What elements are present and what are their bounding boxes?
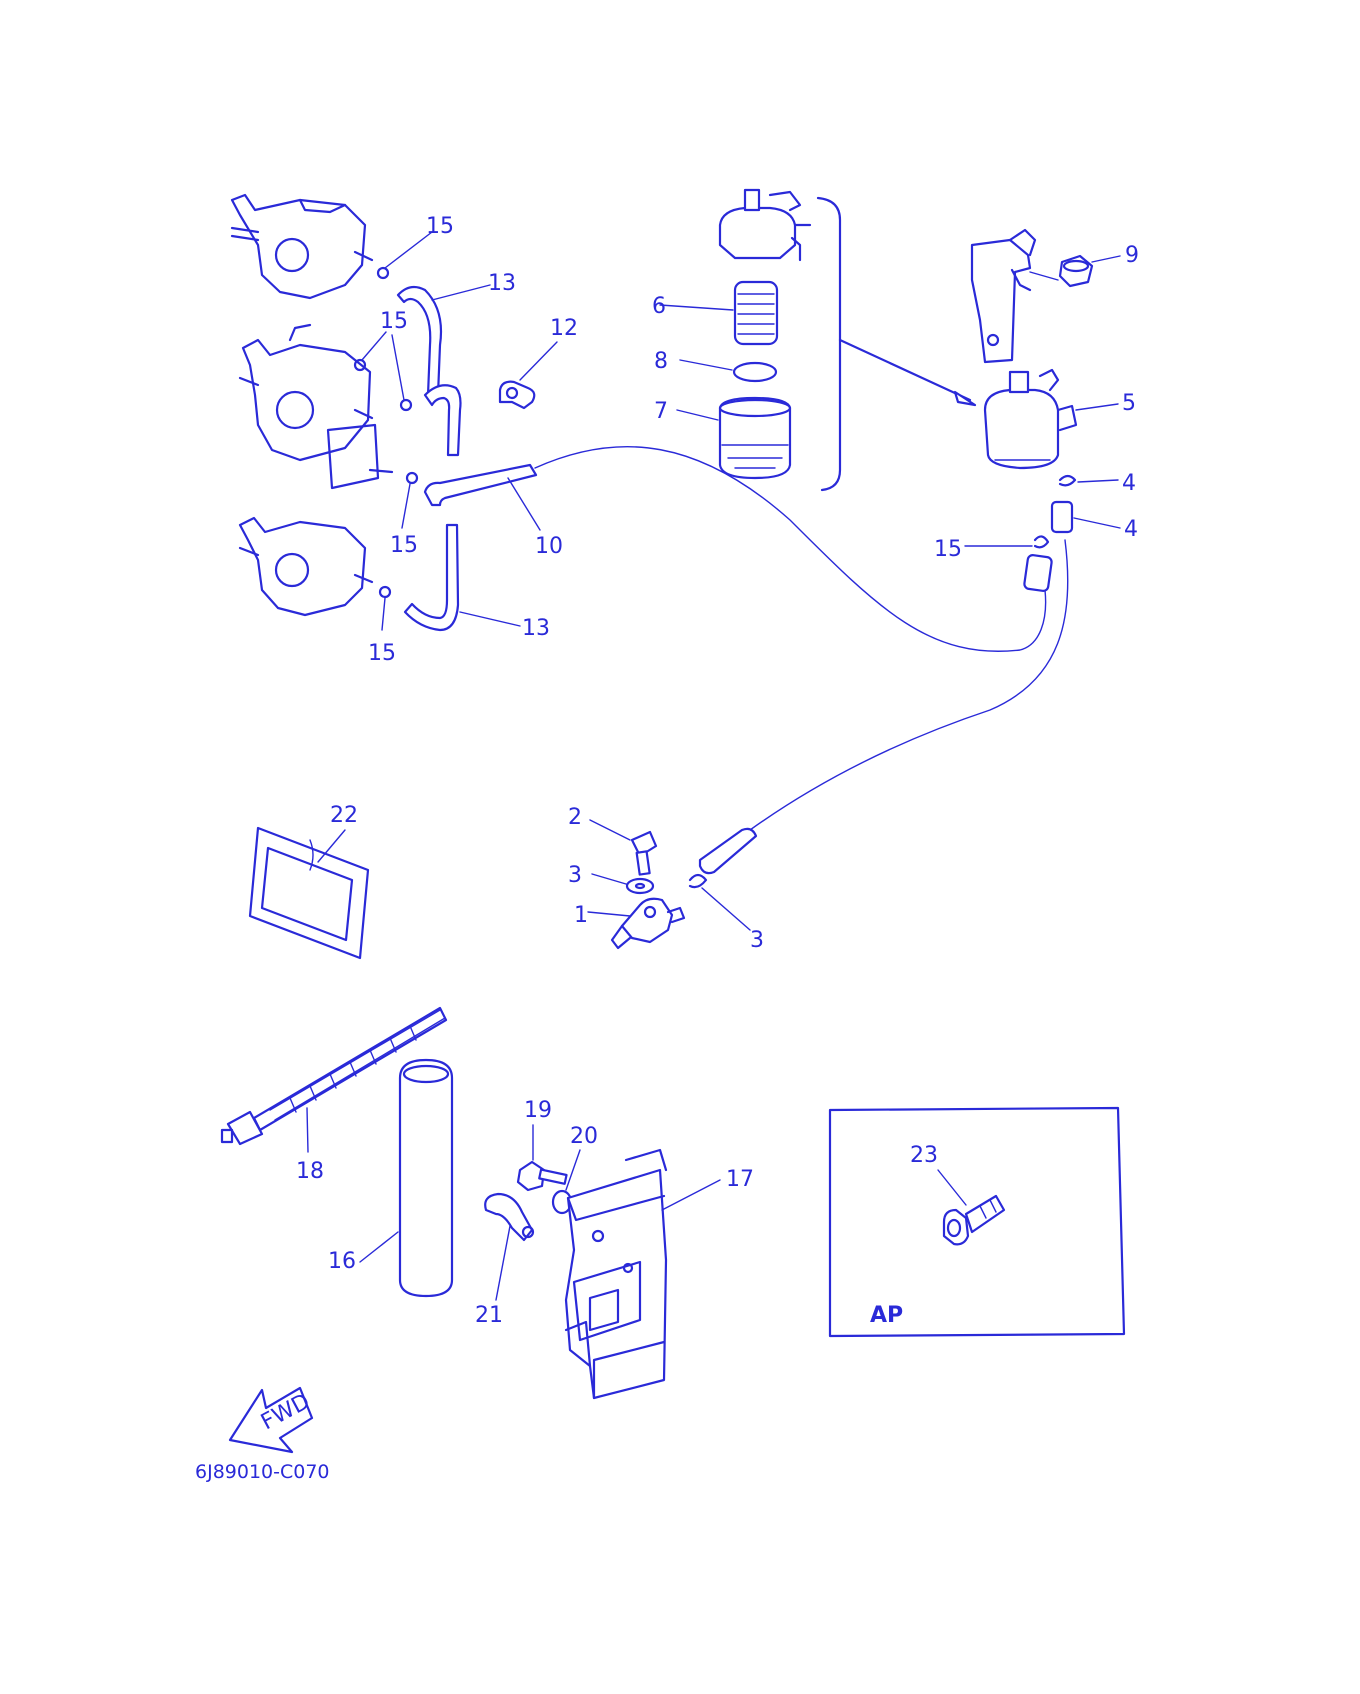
hose-middle (423, 384, 462, 457)
clip-15-middle (353, 331, 413, 412)
washer-3 (591, 873, 655, 895)
callout-22: 22 (330, 803, 358, 828)
clip-4-lower (688, 873, 751, 931)
callout-5: 4 (1124, 517, 1138, 542)
callout-8: 7 (654, 399, 668, 424)
clip-15-lower (368, 468, 419, 529)
callout-9: 8 (654, 349, 668, 374)
clip-4-right (1058, 474, 1119, 487)
bracket (970, 228, 1037, 364)
clip-15-right (964, 535, 1050, 549)
callout-19: 19 (524, 1098, 552, 1123)
carburetor-bottom (238, 516, 374, 617)
ap-label: AP (870, 1303, 903, 1328)
callout-12: 12 (550, 316, 578, 341)
tie-strap-18 (220, 1006, 448, 1153)
fuel-cock-1 (587, 897, 686, 950)
callout-4: 3 (750, 928, 764, 953)
sleeve-16 (359, 1058, 454, 1298)
callout-4: 4 (1122, 471, 1136, 496)
o-ring-9 (679, 359, 778, 383)
callout-15: 15 (380, 309, 408, 334)
callout-15: 15 (934, 537, 962, 562)
callout-15: 15 (390, 533, 418, 558)
diagram-code: 6J89010-C070 (195, 1461, 330, 1483)
hose-13 (396, 285, 443, 397)
fuel-line-upper (534, 446, 1047, 652)
callout-2: 2 (568, 805, 582, 830)
filter-element-7 (659, 280, 779, 346)
callout-10: 9 (1125, 243, 1139, 268)
filter-bowl-8 (676, 396, 792, 480)
hose-14 (403, 523, 460, 632)
callout-6: 5 (1122, 391, 1136, 416)
label-plate-22 (248, 826, 370, 960)
screw-2 (589, 819, 658, 876)
callout-20: 20 (570, 1124, 598, 1149)
bracket-box-17 (564, 1148, 721, 1400)
hose-11 (423, 463, 538, 507)
fitting-23 (937, 1169, 1006, 1246)
fwd-arrow: FWD (228, 1386, 314, 1454)
filter-bracket-brace (816, 196, 842, 492)
callout-15: 15 (368, 641, 396, 666)
carburetor-top (230, 193, 374, 300)
hose-short (698, 827, 758, 875)
callout-23: 23 (910, 1143, 938, 1168)
callout-3: 3 (568, 863, 582, 888)
filter-cap (718, 188, 812, 262)
ap-box (828, 1106, 1126, 1338)
hose-piece-right (1023, 554, 1053, 592)
callout-16: 16 (328, 1249, 356, 1274)
clamp-12 (498, 341, 558, 410)
callout-18: 18 (296, 1159, 324, 1184)
callout-13: 13 (488, 271, 516, 296)
callout-11: 10 (535, 534, 563, 559)
clamp-21 (484, 1192, 535, 1301)
callout-7: 6 (652, 294, 666, 319)
callout-21: 21 (475, 1303, 503, 1328)
clip-15-bottom (378, 585, 392, 631)
callout-15: 15 (426, 214, 454, 239)
clip-15-top (376, 231, 433, 280)
callout-14: 13 (522, 616, 550, 641)
callout-17: 17 (726, 1167, 754, 1192)
fuel-line-lower (749, 539, 1069, 831)
joint-5 (1050, 500, 1121, 534)
bolt-19 (516, 1124, 568, 1192)
nut-10 (1029, 254, 1121, 288)
callout-1: 1 (574, 903, 588, 928)
fuel-filter-6 (983, 368, 1119, 470)
carburetor-middle (238, 323, 380, 490)
